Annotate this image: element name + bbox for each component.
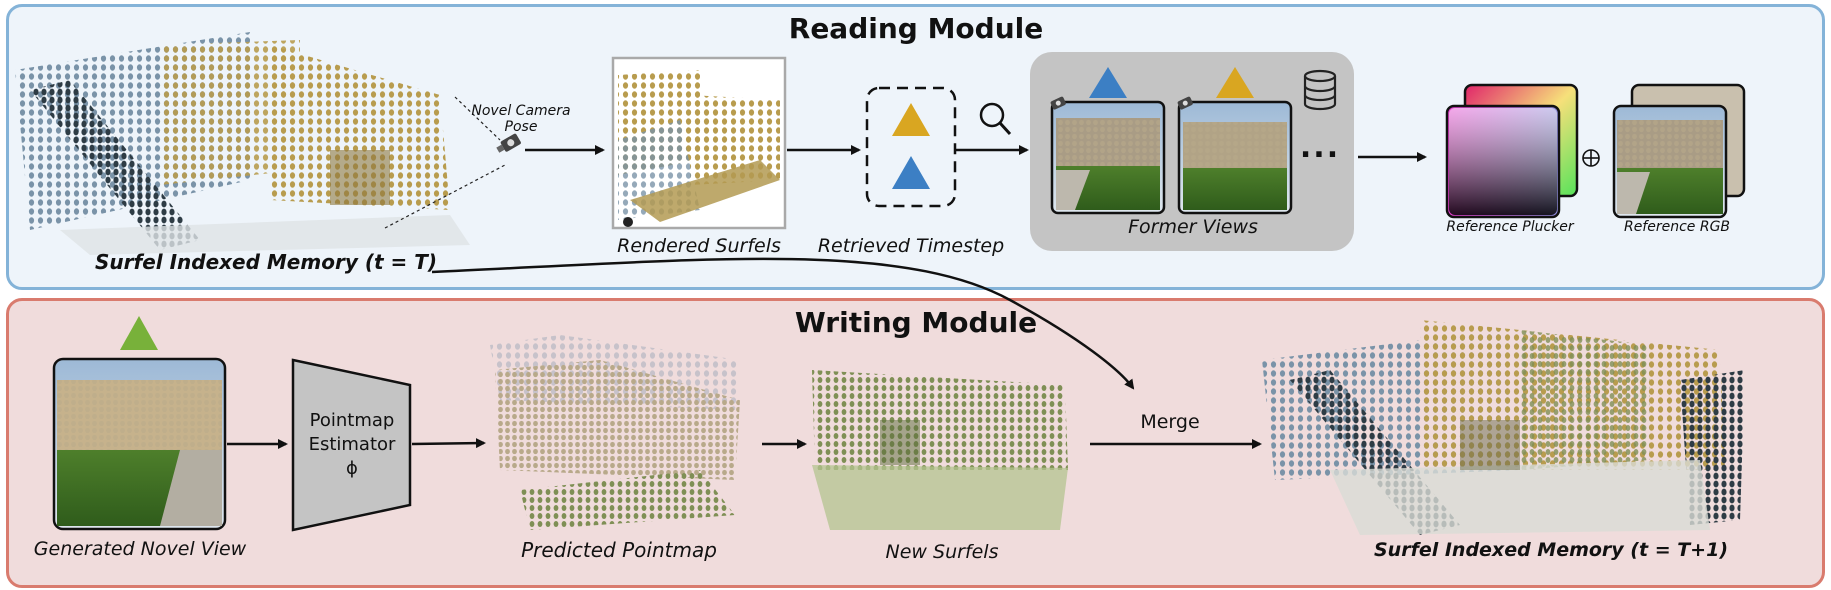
former-view-image bbox=[1050, 96, 1166, 215]
rendered-surfels-image bbox=[611, 56, 787, 230]
arrow-estimator-to-pointmap bbox=[411, 438, 486, 449]
reference-plucker-image bbox=[1445, 83, 1579, 219]
retrieved-timestep-label: Retrieved Timestep bbox=[817, 235, 1005, 257]
concat-plus-icon bbox=[1582, 149, 1600, 167]
pointmap-estimator-block bbox=[291, 358, 412, 532]
predicted-pointmap-label: Predicted Pointmap bbox=[521, 538, 717, 562]
former-views-label: Former Views bbox=[1128, 216, 1258, 238]
new-surfels-label: New Surfels bbox=[885, 541, 999, 563]
generated-novel-view-label: Generated Novel View bbox=[33, 538, 247, 560]
new-surfels-cloud bbox=[812, 370, 1068, 530]
reference-rgb-image bbox=[1612, 83, 1746, 219]
triangle-marker-icon bbox=[1216, 67, 1254, 98]
merge-label: Merge bbox=[1140, 411, 1200, 433]
reference-rgb-label: Reference RGB bbox=[1623, 219, 1731, 235]
surfel-memory-label: Surfel Indexed Memory (t = T) bbox=[95, 250, 437, 274]
frustum-line-bottom bbox=[384, 164, 506, 229]
triangle-marker-icon bbox=[120, 316, 158, 350]
predicted-pointmap-cloud bbox=[490, 335, 740, 530]
pointmap-estimator-symbol: ϕ bbox=[346, 458, 358, 479]
triangle-marker-icon bbox=[892, 156, 930, 189]
rendered-surfels-label: Rendered Surfels bbox=[617, 235, 781, 257]
reading-module-title: Reading Module bbox=[788, 12, 1044, 45]
surfel-memory-next-cloud bbox=[1262, 320, 1745, 535]
retrieved-timestep-box bbox=[865, 86, 957, 208]
database-icon bbox=[1303, 69, 1337, 111]
triangle-marker-icon bbox=[1089, 67, 1127, 98]
arrow-memory-to-merge bbox=[431, 257, 1135, 390]
surfel-memory-next-label: Surfel Indexed Memory (t = T+1) bbox=[1373, 539, 1729, 561]
novel-camera-pose-label: Novel Camera Pose bbox=[471, 103, 570, 135]
more-views-ellipsis: ... bbox=[1299, 130, 1341, 165]
pointmap-estimator-line2: Estimator bbox=[308, 434, 396, 455]
surfel-memory-cloud bbox=[15, 32, 470, 255]
novel-camera-pose-line1: Novel Camera bbox=[471, 103, 571, 119]
generated-novel-view-image bbox=[52, 357, 227, 531]
reference-plucker-label: Reference Plucker bbox=[1446, 219, 1574, 235]
former-view-image bbox=[1177, 96, 1293, 215]
pointmap-estimator-line1: Pointmap bbox=[309, 410, 395, 431]
pointmap-estimator-label: Pointmap Estimator ϕ bbox=[309, 409, 396, 481]
magnifier-icon bbox=[979, 102, 1012, 136]
novel-camera-pose-line2: Pose bbox=[504, 119, 538, 135]
triangle-marker-icon bbox=[892, 103, 930, 136]
frustum-line-top bbox=[454, 96, 501, 141]
writing-module-title: Writing Module bbox=[794, 306, 1038, 339]
camera-icon bbox=[496, 133, 521, 153]
